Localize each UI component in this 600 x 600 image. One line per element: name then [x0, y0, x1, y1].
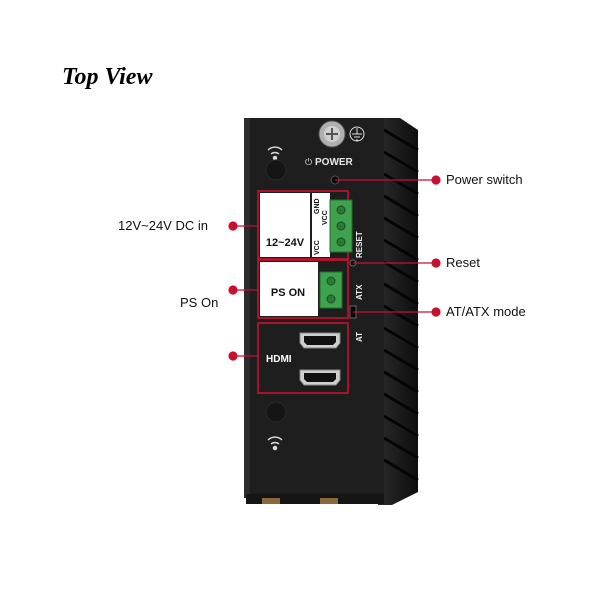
hdmi-highlight — [257, 322, 349, 394]
hdmi-port-1[interactable] — [299, 332, 341, 349]
wifi-icon — [267, 436, 283, 451]
ground-screw-icon — [318, 120, 346, 148]
callout-at-atx-mode: AT/ATX mode — [446, 304, 526, 319]
at-label: AT — [355, 332, 364, 342]
ground-symbol-icon — [349, 126, 365, 142]
dc-in-voltage-label: 12~24V — [266, 237, 305, 249]
ps-on-label: PS ON — [271, 287, 305, 299]
callout-dc-in: 12V~24V DC in — [118, 218, 208, 233]
dc-pin-label-vcc2: VCC — [322, 210, 329, 225]
callout-reset: Reset — [446, 255, 480, 270]
dc-pin-label-gnd: GND — [314, 198, 321, 214]
at-atx-dot — [431, 307, 441, 317]
power-glyph-icon: ⏻ — [305, 157, 312, 168]
reset-label: RESET — [355, 231, 364, 258]
dc-pin-label-vcc1: VCC — [314, 240, 321, 255]
ps-on-dot — [228, 285, 238, 295]
wifi-icon — [267, 146, 283, 161]
power-switch-dot — [431, 175, 441, 185]
atx-label: ATX — [355, 284, 364, 300]
ps-on-panel — [260, 262, 318, 316]
hdmi-dot — [228, 351, 238, 361]
hdmi-label: HDMI — [266, 354, 292, 365]
callout-power-switch: Power switch — [446, 172, 523, 187]
hdmi-port-2[interactable] — [299, 369, 341, 386]
dc-in-panel — [260, 193, 310, 257]
ps-on-highlight — [257, 259, 349, 319]
page-title: Top View — [62, 64, 153, 90]
dc-in-dot — [228, 221, 238, 231]
ps-on-terminal-block — [319, 271, 343, 309]
dc-terminal-block — [329, 199, 353, 253]
reset-dot — [431, 258, 441, 268]
callout-ps-on: PS On — [180, 295, 219, 310]
power-label: POWER — [315, 157, 354, 168]
